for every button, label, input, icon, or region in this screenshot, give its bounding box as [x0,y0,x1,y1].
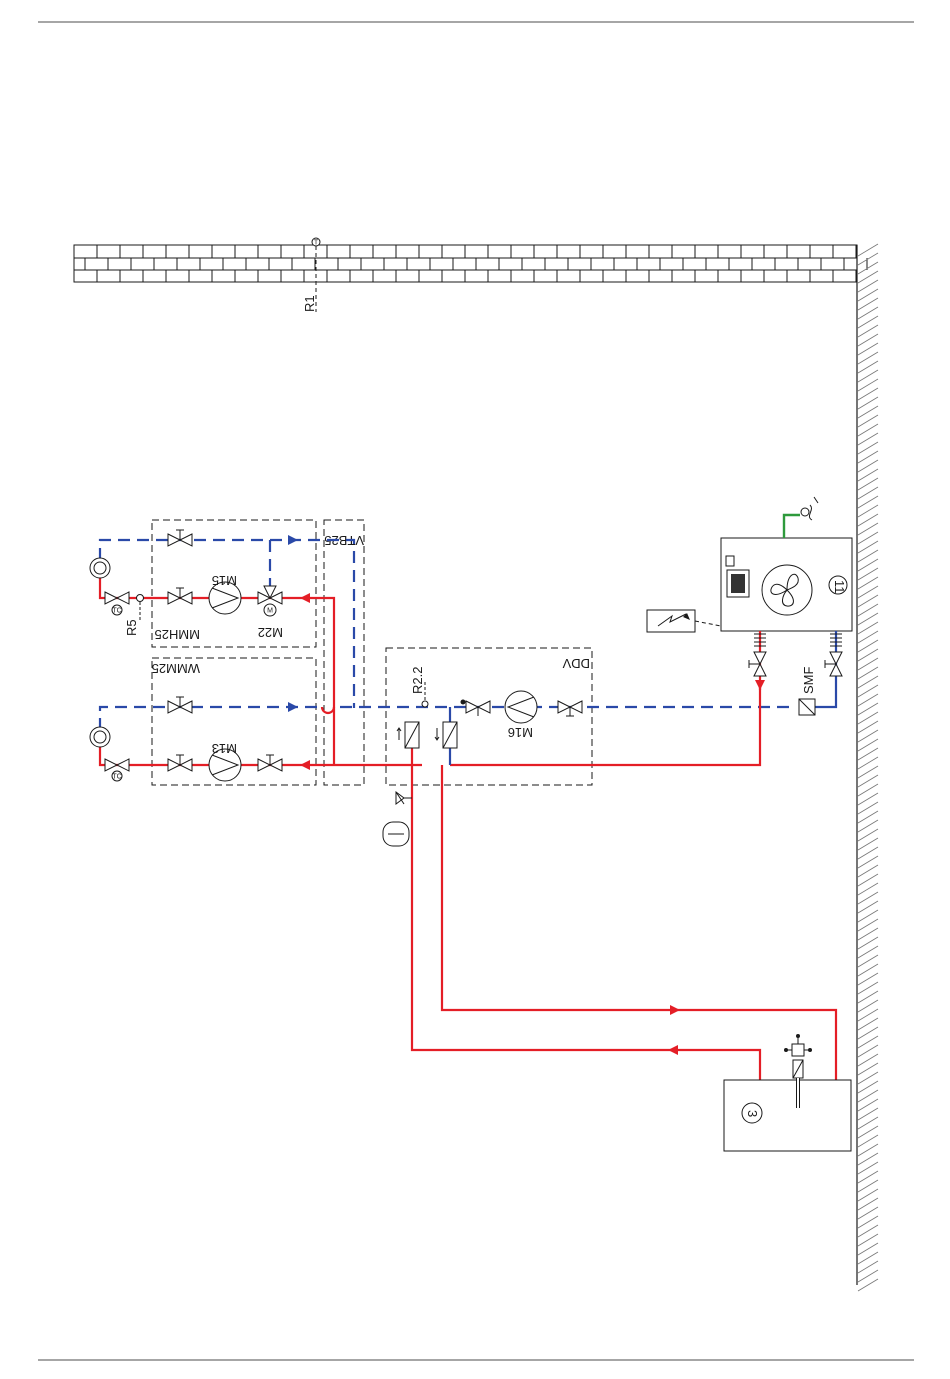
svg-text:TC: TC [112,608,121,615]
check-valve-2 [435,722,457,748]
sensor-r5 [137,595,144,621]
valve-lower-return [168,697,192,713]
wall-top [74,245,867,282]
check-valve-1 [397,722,419,748]
valve-tc-lower: TC [105,759,129,781]
expansion-vessel-icon [383,822,409,846]
label-m16: M16 [508,725,533,740]
arrow-tank-1 [668,1045,678,1055]
label-m15: M15 [212,573,237,588]
radiator-upper [90,558,110,578]
valve-hp-cold [825,652,842,676]
lightning-icon [647,610,721,632]
fan-icon [762,565,812,615]
label-mmh25: MMH25 [154,627,200,642]
svg-text:M: M [267,608,273,615]
label-wmm25: WMM25 [152,661,200,676]
label-m13: M13 [212,741,237,756]
label-ddv: DDV [562,656,590,671]
svg-text:TC: TC [112,774,121,781]
drain-icon [801,497,818,520]
valve-upper-return [168,530,192,546]
ddv-supply-pipe [450,680,760,765]
label-r5: R5 [124,619,139,636]
arrow-return-lower [288,702,298,712]
radiator-lower [90,727,110,747]
label-smf: SMF [801,667,816,695]
heat-pump-number: 11 [832,580,847,594]
pump-m16-icon [505,691,537,723]
tank-flow-pipe [442,765,836,1080]
valve-hp-hot [749,652,766,676]
valve-lower-supply [168,755,192,771]
arrow-hp-hot [755,680,765,690]
safety-valve-icon [396,792,412,804]
valve-upper-supply [168,588,192,604]
arrow-return-upper [288,535,298,545]
condensate-line [784,515,800,538]
flex-hose-hot [754,631,766,648]
valve-lower-supply-2 [258,755,282,771]
ddv-branch-red-1 [412,748,760,1080]
arrow-supply-lower [300,760,310,770]
valve-ddv-2 [558,701,582,716]
mixing-valve-m22: M [258,586,282,616]
flex-hose-cold [830,631,842,648]
valve-tc-upper: TC [105,592,129,615]
svg-text:T: T [314,240,319,247]
label-m22: M22 [258,625,283,640]
filter-smf-icon [799,699,815,715]
storage-tank-number: 3 [745,1110,760,1117]
arrow-tank-2 [670,1005,680,1015]
arrow-supply-upper [300,593,310,603]
label-r22: R2.2 [410,667,425,694]
wall-right [857,244,878,1291]
vtb-box [324,520,364,785]
sensor-label-r1: R1 [302,295,317,312]
